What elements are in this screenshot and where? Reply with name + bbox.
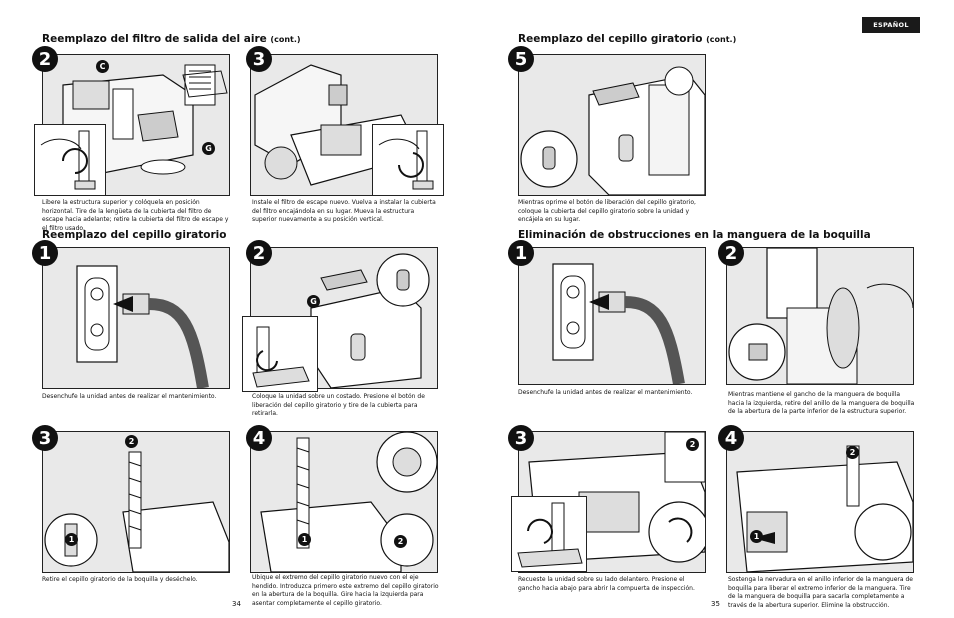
hose-removal-illustration xyxy=(727,432,913,572)
inset-vacuum-upright xyxy=(378,130,434,190)
caption-step-2-brushroll: Coloque la unidad sobre un costado. Pres… xyxy=(252,393,425,417)
step-badge: 2 xyxy=(718,240,744,266)
callout-arrow-2: 2 xyxy=(686,438,699,451)
step-badge: 1 xyxy=(32,240,58,266)
inset-illustration xyxy=(511,496,587,572)
brushroll-install-illustration xyxy=(251,432,437,572)
caption-step-4-brushroll: Ubique el extremo del cepillo giratorio … xyxy=(252,574,439,607)
hose-release-illustration xyxy=(727,248,913,384)
unplug-outlet-illustration xyxy=(43,248,229,388)
callout-g: G xyxy=(202,142,215,155)
caption-step-3-hose: Recueste la unidad sobre su lado delante… xyxy=(518,576,695,592)
illustration-unplug xyxy=(518,247,706,385)
caption-step-2-filter: Libere la estructura superior y colóquel… xyxy=(42,199,229,232)
callout-arrow-2: 2 xyxy=(846,446,859,459)
callout-arrow-1: 1 xyxy=(65,533,78,546)
caption-step-1-unplug: Desenchufe la unidad antes de realizar e… xyxy=(42,393,217,400)
section-heading-brushroll-cont: Reemplazo del cepillo giratorio (cont.) xyxy=(518,33,736,45)
callout-g: G xyxy=(307,295,320,308)
inset-illustration xyxy=(372,124,444,196)
illustration-hose-removal xyxy=(726,431,914,573)
callout-arrow-2: 2 xyxy=(125,435,138,448)
step-badge: 2 xyxy=(246,240,272,266)
heading-suffix: (cont.) xyxy=(706,35,737,44)
step-badge: 5 xyxy=(508,46,534,72)
illustration-hose-release xyxy=(726,247,914,385)
section-heading-filter-cont: Reemplazo del filtro de salida del aire … xyxy=(42,33,301,45)
illustration-brushroll-remove xyxy=(42,431,230,573)
inset-illustration xyxy=(242,316,318,392)
callout-arrow-1: 1 xyxy=(298,533,311,546)
caption-step-1-unplug: Desenchufe la unidad antes de realizar e… xyxy=(518,389,693,396)
inset-illustration xyxy=(34,124,106,196)
brushroll-remove-illustration xyxy=(43,432,229,572)
brushroll-cover-install-illustration xyxy=(519,55,705,195)
inset-vacuum-upright xyxy=(40,130,96,190)
step-badge: 2 xyxy=(32,46,58,72)
caption-step-3-filter: Instale el filtro de escape nuevo. Vuelv… xyxy=(252,199,436,223)
unplug-outlet-illustration xyxy=(519,248,705,384)
callout-arrow-2: 2 xyxy=(394,535,407,548)
inspection-door-illustration xyxy=(519,432,705,572)
section-heading-brushroll: Reemplazo del cepillo giratorio xyxy=(42,229,227,241)
illustration-unplug xyxy=(42,247,230,389)
caption-step-3-brushroll: Retire el cepillo giratorio de la boquil… xyxy=(42,576,198,583)
heading-text: Reemplazo del cepillo giratorio xyxy=(518,33,703,45)
illustration-brushroll-install xyxy=(250,431,438,573)
step-badge: 1 xyxy=(508,240,534,266)
step-badge: 3 xyxy=(32,425,58,451)
caption-step-5-brushroll: Mientras oprime el botón de liberación d… xyxy=(518,199,696,223)
caption-step-2-hose: Mientras mantiene el gancho de la mangue… xyxy=(728,391,915,415)
language-tab: ESPAÑOL xyxy=(862,17,920,33)
step-badge: 3 xyxy=(246,46,272,72)
heading-suffix: (cont.) xyxy=(270,35,301,44)
callout-c: C xyxy=(96,60,109,73)
inset-vacuum-front xyxy=(517,502,583,568)
caption-step-4-hose: Sostenga la nervadura en el anillo infer… xyxy=(728,576,913,609)
page-number-left: 34 xyxy=(232,600,241,608)
step-badge: 4 xyxy=(246,425,272,451)
illustration-brushroll-cover-install xyxy=(518,54,706,196)
inset-vacuum-side xyxy=(252,326,310,388)
heading-text: Reemplazo del filtro de salida del aire xyxy=(42,33,267,45)
page-number-right: 35 xyxy=(711,600,720,608)
step-badge: 4 xyxy=(718,425,744,451)
section-heading-hose-clog: Eliminación de obstrucciones en la mangu… xyxy=(518,229,871,241)
step-badge: 3 xyxy=(508,425,534,451)
callout-arrow-1: 1 xyxy=(750,530,763,543)
